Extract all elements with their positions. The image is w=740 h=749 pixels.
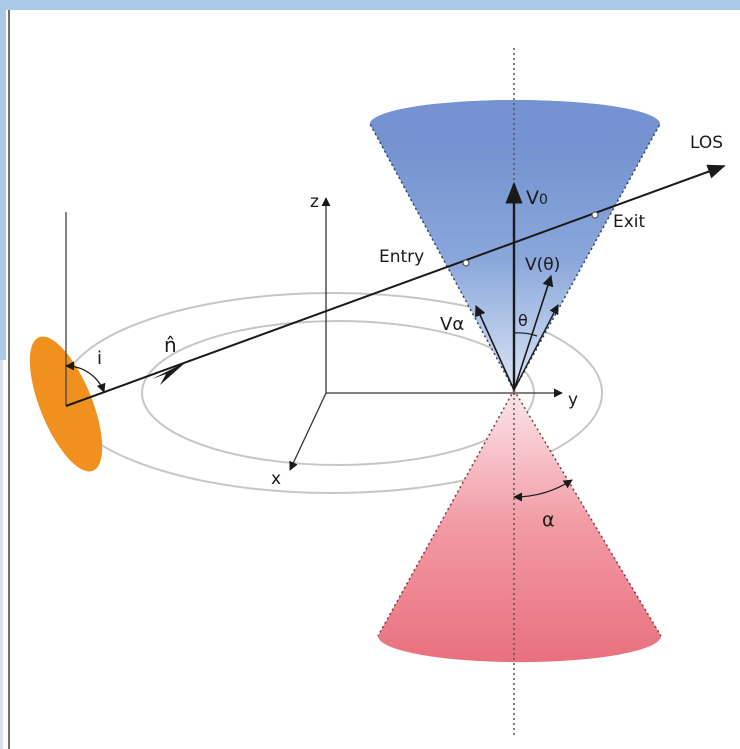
window-left-border-lower <box>0 360 3 749</box>
page-margin-rule <box>8 10 10 749</box>
z-axis-label: z <box>310 192 319 212</box>
upper-cone-edge-left <box>369 123 515 391</box>
window-left-border <box>0 0 6 360</box>
n-hat-label: n̂ <box>164 333 177 357</box>
lower-cone <box>378 390 661 663</box>
exit-label: Exit <box>613 212 646 232</box>
vtheta2-vector <box>513 304 559 391</box>
n-hat-arrowhead <box>152 362 186 385</box>
y-axis-label: y <box>568 390 578 410</box>
alpha-arc <box>513 479 573 502</box>
v0-label: V0 <box>526 187 548 209</box>
upper-cone-edge-right <box>513 123 661 391</box>
vtheta-vector <box>513 274 554 391</box>
x-axis <box>289 392 327 471</box>
inclination-label: i <box>97 348 102 369</box>
window-top-border <box>0 0 740 10</box>
entry-label: Entry <box>379 247 424 267</box>
valpha-vector <box>475 304 515 391</box>
vtheta-label: V(θ) <box>525 255 560 275</box>
line-of-sight <box>65 164 726 407</box>
theta-arc <box>513 332 538 337</box>
upper-cone-rim <box>370 100 660 148</box>
los-label: LOS <box>690 133 723 153</box>
entry-point <box>462 259 470 267</box>
lower-cone-edge-left <box>377 389 515 637</box>
exit-point <box>591 211 599 219</box>
alpha-label: α <box>542 509 555 531</box>
valpha-label: Vα <box>440 314 464 335</box>
theta-label: θ <box>518 311 528 330</box>
inclination-arc <box>65 361 106 393</box>
x-axis-label: x <box>271 469 281 489</box>
